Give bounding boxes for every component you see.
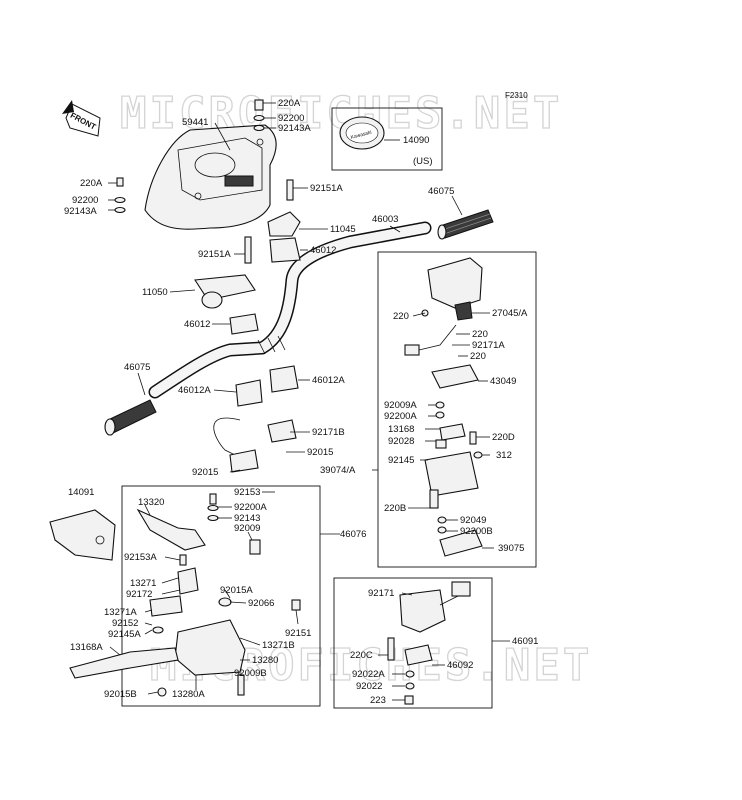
label-92143A-top: 92143A: [278, 123, 311, 134]
lever-cover: [49, 509, 116, 561]
label-46012-mid: 46012: [184, 319, 210, 330]
label-43049: 43049: [490, 376, 516, 387]
label-92153A: 92153A: [124, 552, 157, 563]
label-220-c: 220: [470, 351, 486, 362]
label-46012-top: 46012: [310, 245, 336, 256]
master-cylinder-box: [69, 485, 321, 707]
label-11050: 11050: [142, 287, 168, 298]
label-13168A: 13168A: [70, 642, 103, 653]
label-92151: 92151: [285, 628, 311, 639]
label-92028: 92028: [388, 436, 414, 447]
label-92171: 92171: [368, 588, 394, 599]
label-92200A-r: 92200A: [384, 411, 417, 422]
label-92152: 92152: [112, 618, 138, 629]
label-39075: 39075: [498, 543, 524, 554]
label-92009A: 92009A: [384, 400, 417, 411]
label-220C: 220C: [350, 650, 373, 661]
label-92151A-left: 92151A: [198, 249, 231, 260]
left-switch-box: [333, 577, 493, 709]
label-92145A: 92145A: [108, 629, 141, 640]
label-220A-left: 220A: [80, 178, 103, 189]
label-13280A: 13280A: [172, 689, 205, 700]
label-92015B: 92015B: [104, 689, 137, 700]
label-39074A: 39074/A: [320, 465, 356, 476]
label-13271B: 13271B: [262, 640, 295, 651]
label-92015-a: 92015: [307, 447, 333, 458]
emblem-text: Kawasaki: [350, 130, 372, 141]
label-92009: 92009: [234, 523, 260, 534]
label-13168: 13168: [388, 424, 414, 435]
label-92015A: 92015A: [220, 585, 253, 596]
label-92066: 92066: [248, 598, 274, 609]
label-92200A-l: 92200A: [234, 502, 267, 513]
label-46075-left: 46075: [124, 362, 150, 373]
label-92143: 92143: [234, 513, 260, 524]
label-92049: 92049: [460, 515, 486, 526]
label-46075-right: 46075: [428, 186, 454, 197]
label-220D: 220D: [492, 432, 515, 443]
label-92171A: 92171A: [472, 340, 505, 351]
label-92200-left: 92200: [72, 195, 98, 206]
front-arrow-icon: FRONT: [62, 100, 101, 137]
label-13271: 13271: [130, 578, 156, 589]
label-46076: 46076: [340, 529, 366, 540]
label-13271A: 13271A: [104, 607, 137, 618]
label-11045: 11045: [330, 224, 356, 235]
label-312: 312: [496, 450, 512, 461]
part-labels: 220A 92200 92143A 59441 14090 (US) 220A …: [64, 98, 538, 706]
label-92022: 92022: [356, 681, 382, 692]
label-13320: 13320: [138, 497, 164, 508]
label-46092: 46092: [447, 660, 473, 671]
meter-cover: [144, 124, 277, 230]
label-14091: 14091: [68, 487, 94, 498]
label-92151A-right: 92151A: [310, 183, 343, 194]
label-92022A: 92022A: [352, 669, 385, 680]
right-grip: [437, 209, 494, 240]
label-46003: 46003: [372, 214, 398, 225]
label-us: (US): [413, 156, 433, 167]
label-220-a: 220: [393, 311, 409, 322]
figure-code: F2310: [505, 91, 528, 100]
label-92153: 92153: [234, 487, 260, 498]
label-92145: 92145: [388, 455, 414, 466]
leader-lines: [108, 102, 510, 701]
label-220-b: 220: [472, 329, 488, 340]
handlebar: [148, 221, 432, 399]
label-92200B: 92200B: [460, 526, 493, 537]
right-switch-box: [377, 251, 537, 568]
label-92171B: 92171B: [312, 427, 345, 438]
label-220B: 220B: [384, 503, 406, 514]
label-92172: 92172: [126, 589, 152, 600]
left-grip: [104, 399, 157, 436]
label-46091: 46091: [512, 636, 538, 647]
label-14090: 14090: [403, 135, 429, 146]
label-46012A-right: 46012A: [312, 375, 345, 386]
label-92200-top: 92200: [278, 113, 304, 124]
label-59441: 59441: [182, 117, 208, 128]
handlebar-holders: [194, 211, 301, 473]
label-92009B: 92009B: [234, 668, 267, 679]
label-46012A-left: 46012A: [178, 385, 211, 396]
emblem-box: Kawasaki: [331, 107, 443, 171]
label-223: 223: [370, 695, 386, 706]
label-13280: 13280: [252, 655, 278, 666]
label-220A-top: 220A: [278, 98, 301, 109]
label-27045A: 27045/A: [492, 308, 528, 319]
label-92143A-left: 92143A: [64, 206, 97, 217]
label-92015-b: 92015: [192, 467, 218, 478]
